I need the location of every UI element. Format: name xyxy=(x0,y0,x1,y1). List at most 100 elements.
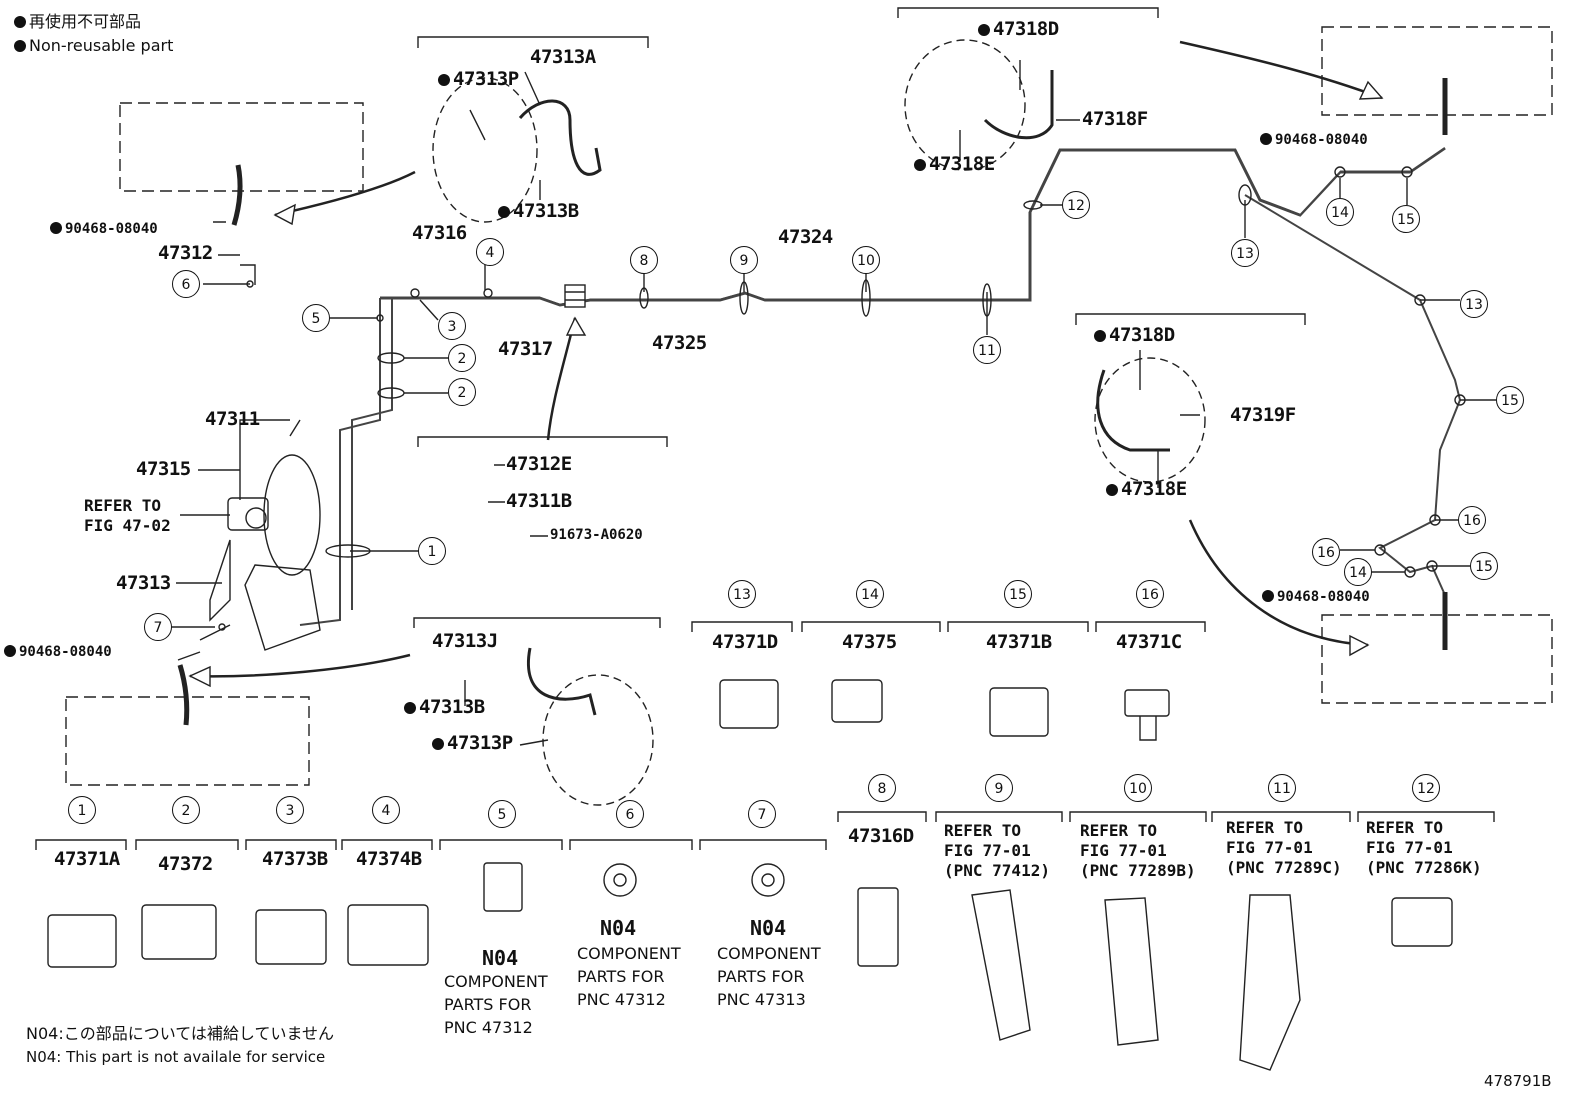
callout-circle: 14 xyxy=(1326,198,1354,226)
part-num-4: 4 xyxy=(372,796,400,824)
label-refer-fig-47-02: REFER TO FIG 47-02 xyxy=(84,496,171,535)
callout-circle: 11 xyxy=(973,336,1001,364)
label-47311: 47311 xyxy=(205,408,260,430)
callout-circle: 13 xyxy=(1231,239,1259,267)
label-90468-top-left: 90468-08040 xyxy=(50,222,158,236)
label-47313P-low: 47313P xyxy=(432,734,513,753)
non-reusable-dot-icon xyxy=(498,206,510,218)
bracket-47313J xyxy=(413,617,661,628)
callout-circle: 16 xyxy=(1312,538,1340,566)
part-num-16: 16 xyxy=(1136,580,1164,608)
callout-circle: 2 xyxy=(448,344,476,372)
bracket-47313A xyxy=(417,36,649,48)
label-47318D-mid: 47318D xyxy=(1094,326,1175,345)
callout-circle: 8 xyxy=(630,246,658,274)
part-pn-47374B: 47374B xyxy=(356,848,422,870)
part-num-6: 6 xyxy=(616,800,644,828)
label-47313P: 47313P xyxy=(438,70,519,89)
label-90468-top-right: 90468-08040 xyxy=(1260,133,1368,147)
non-reusable-dot-icon xyxy=(1262,590,1274,602)
label-47312E: 47312E xyxy=(506,453,572,475)
brake-line-main xyxy=(380,146,1446,307)
non-reusable-dot-icon xyxy=(978,24,990,36)
part-pn-47373B: 47373B xyxy=(262,848,328,870)
callout-circle: 15 xyxy=(1470,552,1498,580)
callout-circle: 3 xyxy=(438,312,466,340)
label-90468-bottom-right: 90468-08040 xyxy=(1262,590,1370,604)
label-47319F: 47319F xyxy=(1230,404,1296,426)
part-num-15: 15 xyxy=(1004,580,1032,608)
non-reusable-dot-icon xyxy=(14,40,26,52)
label-47318E-mid: 47318E xyxy=(1106,480,1187,499)
callout-circle: 5 xyxy=(302,304,330,332)
label-47324: 47324 xyxy=(778,226,833,248)
figure-id: 478791B xyxy=(1484,1072,1552,1090)
bracket-47312E xyxy=(417,436,668,447)
label-47312: 47312 xyxy=(158,242,213,264)
brake-line-right xyxy=(1244,194,1462,596)
legend-en-text: Non-reusable part xyxy=(29,36,174,55)
part-refer-12: REFER TO FIG 77-01 (PNC 77286K) xyxy=(1366,818,1482,877)
part-pn-47372: 47372 xyxy=(158,853,213,875)
bracket-47318F xyxy=(897,7,1159,18)
non-reusable-dot-icon xyxy=(4,645,16,657)
label-47315: 47315 xyxy=(136,458,191,480)
legend-jp: 再使用不可部品 xyxy=(14,14,141,30)
footnote-jp: N04:この部品については補給していません xyxy=(26,1024,334,1043)
label-47316: 47316 xyxy=(412,222,467,244)
brake-line-main-inner xyxy=(380,145,1446,304)
label-47318E-top: 47318E xyxy=(914,155,995,174)
part-pn-47371C: 47371C xyxy=(1116,631,1182,653)
part-pn-47316D: 47316D xyxy=(848,825,914,847)
footnote-en: N04: This part is not availale for servi… xyxy=(26,1048,326,1066)
non-reusable-dot-icon xyxy=(438,74,450,86)
callout-circle: 14 xyxy=(1344,558,1372,586)
part-num-5: 5 xyxy=(488,800,516,828)
label-47311B: 47311B xyxy=(506,490,572,512)
non-reusable-dot-icon xyxy=(404,702,416,714)
part-n04-5: N04 xyxy=(482,946,519,970)
part-pn-47371A: 47371A xyxy=(54,848,120,870)
bracket-47319F xyxy=(1075,313,1306,325)
callout-circle: 15 xyxy=(1392,205,1420,233)
legend-jp-text: 再使用不可部品 xyxy=(29,12,142,31)
part-pn-47375: 47375 xyxy=(842,631,897,653)
part-num-12: 12 xyxy=(1412,774,1440,802)
part-pn-47371B: 47371B xyxy=(986,631,1052,653)
part-pn-47371D: 47371D xyxy=(712,631,778,653)
non-reusable-dot-icon xyxy=(14,16,26,28)
part-refer-11: REFER TO FIG 77-01 (PNC 77289C) xyxy=(1226,818,1342,877)
callout-circle: 1 xyxy=(418,537,446,565)
part-n04-6: N04 xyxy=(600,916,637,940)
callout-circle: 12 xyxy=(1062,191,1090,219)
label-47318D-top: 47318D xyxy=(978,20,1059,39)
brake-booster xyxy=(263,454,321,576)
detail-box-bottom-left xyxy=(65,696,310,786)
non-reusable-dot-icon xyxy=(432,738,444,750)
non-reusable-dot-icon xyxy=(50,222,62,234)
callout-circle: 9 xyxy=(730,246,758,274)
label-47313J: 47313J xyxy=(432,630,498,652)
part-num-2: 2 xyxy=(172,796,200,824)
part-component-6: COMPONENT PARTS FOR PNC 47312 xyxy=(577,944,681,1009)
non-reusable-dot-icon xyxy=(1094,330,1106,342)
legend-en: Non-reusable part xyxy=(14,38,173,54)
callout-circle: 13 xyxy=(1460,290,1488,318)
label-47318F: 47318F xyxy=(1082,108,1148,130)
part-component-7: COMPONENT PARTS FOR PNC 47313 xyxy=(717,944,821,1009)
label-47313: 47313 xyxy=(116,572,171,594)
part-refer-10: REFER TO FIG 77-01 (PNC 77289B) xyxy=(1080,821,1196,880)
part-refer-9: REFER TO FIG 77-01 (PNC 77412) xyxy=(944,821,1050,880)
label-47325: 47325 xyxy=(652,332,707,354)
detail-box-bottom-right xyxy=(1321,614,1553,704)
part-num-13: 13 xyxy=(728,580,756,608)
part-num-1: 1 xyxy=(68,796,96,824)
part-n04-7: N04 xyxy=(750,916,787,940)
part-num-9: 9 xyxy=(985,774,1013,802)
callout-circle: 7 xyxy=(144,613,172,641)
callout-circle: 4 xyxy=(476,238,504,266)
part-num-7: 7 xyxy=(748,800,776,828)
non-reusable-dot-icon xyxy=(1260,133,1272,145)
label-47313A: 47313A xyxy=(530,46,596,68)
